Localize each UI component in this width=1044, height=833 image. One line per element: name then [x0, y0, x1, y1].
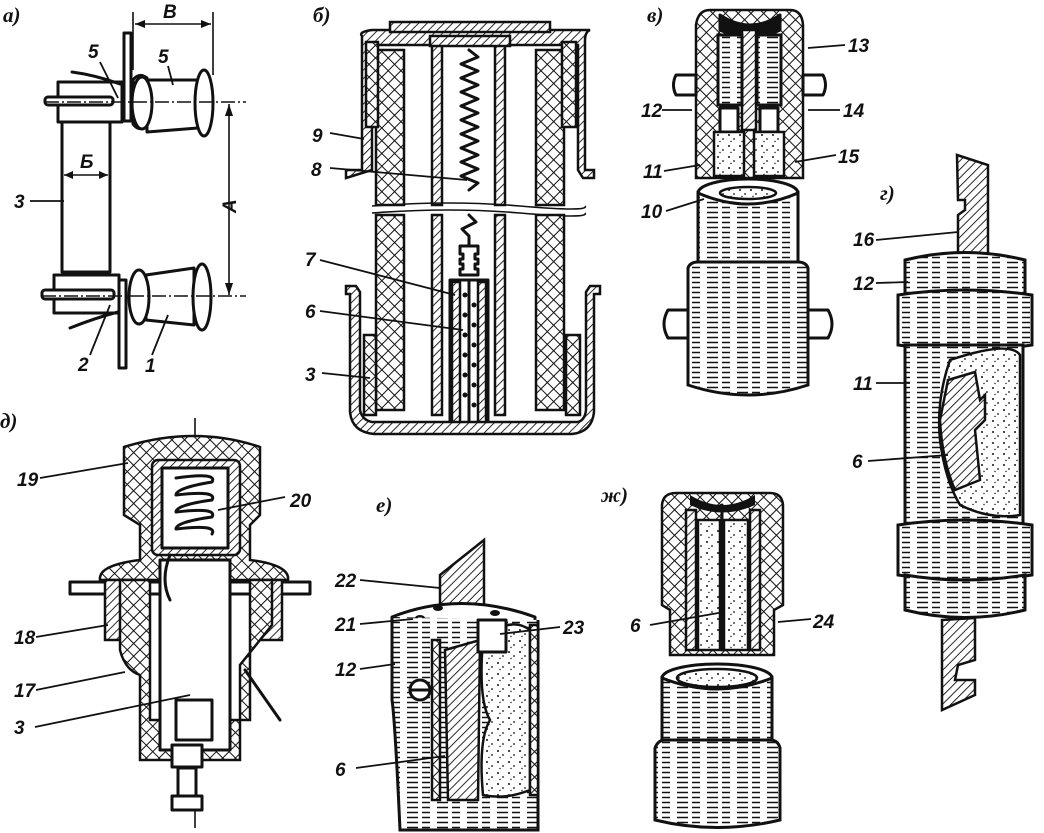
callout-d-19: 19	[17, 470, 39, 491]
callout-b-8: 8	[311, 160, 322, 181]
callout-zh-24: 24	[812, 612, 835, 633]
callout-zh-6: 6	[630, 616, 641, 637]
panel-v-cartridge-fuse: в) 13 12 14 11 15 10	[641, 3, 870, 397]
callout-g-11: 11	[853, 374, 873, 395]
callout-v-14: 14	[843, 101, 865, 122]
panel-e-cutaway-fuse: е) 22 21 23 12 6	[334, 493, 585, 832]
callout-b-9: 9	[312, 126, 323, 147]
callout-d-17: 17	[14, 681, 37, 702]
panel-label-g: г)	[880, 181, 895, 205]
callout-v-13: 13	[848, 36, 870, 57]
callout-v-12: 12	[641, 101, 663, 122]
panel-a-knife-fuse: а) В Б А 5	[3, 2, 246, 377]
callout-v-15: 15	[838, 147, 860, 168]
callout-b-7: 7	[305, 250, 317, 271]
callout-b-3: 3	[305, 365, 316, 386]
callout-b-6: 6	[305, 302, 316, 323]
panel-zh-cartridge-fuse-section: ж) 6 24	[600, 483, 835, 829]
callout-a-3: 3	[14, 192, 25, 213]
panel-label-a: а)	[3, 3, 21, 27]
panel-label-d: д)	[0, 409, 17, 433]
dimension-b-label: Б	[80, 152, 93, 173]
dimension-v-label: В	[163, 2, 177, 23]
panel-d-plug-fuse-section: д) 19 20 18 17 3	[0, 409, 312, 828]
callout-d-20: 20	[289, 491, 312, 512]
callout-e-12: 12	[335, 660, 357, 681]
callout-e-6: 6	[335, 760, 346, 781]
callout-g-12: 12	[853, 274, 875, 295]
callout-v-11: 11	[643, 162, 663, 183]
panel-label-b: б)	[313, 3, 330, 27]
panel-g-blade-fuse: г) 16 12 11 6	[852, 153, 1034, 712]
panel-label-v: в)	[647, 3, 663, 27]
panel-label-e: е)	[376, 493, 392, 517]
callout-a-4: 5	[88, 42, 99, 63]
callout-e-22: 22	[334, 571, 357, 592]
callout-g-6: 6	[852, 452, 863, 473]
callout-a-1: 1	[145, 356, 156, 377]
callout-g-16: 16	[853, 230, 875, 251]
callout-v-10: 10	[641, 202, 663, 223]
callout-a-2: 2	[77, 355, 89, 376]
callout-d-3: 3	[14, 718, 25, 739]
callout-d-18: 18	[14, 628, 36, 649]
callout-e-21: 21	[334, 615, 356, 636]
dimension-a-label: А	[220, 199, 241, 214]
callout-a-5: 5	[158, 47, 169, 68]
callout-e-23: 23	[562, 618, 585, 639]
panel-label-zh: ж)	[600, 483, 628, 507]
panel-b-tube-fuse-section: б)	[305, 3, 602, 436]
